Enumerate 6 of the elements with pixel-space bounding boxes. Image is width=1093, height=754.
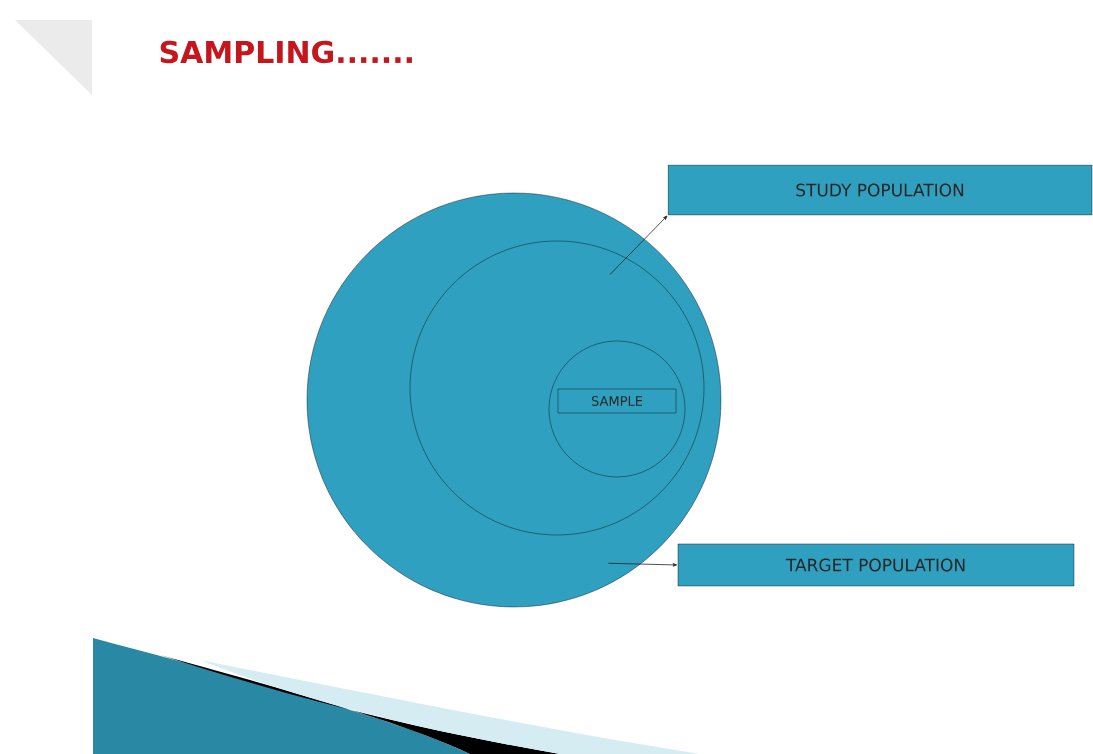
arrow (607, 562, 678, 567)
slide-title: SAMPLING....... (160, 40, 412, 64)
label-box: STUDY POPULATION (667, 164, 1093, 216)
label-box: TARGET POPULATION (677, 543, 1075, 587)
label-box: SAMPLE (557, 388, 677, 414)
arrow (609, 215, 668, 275)
